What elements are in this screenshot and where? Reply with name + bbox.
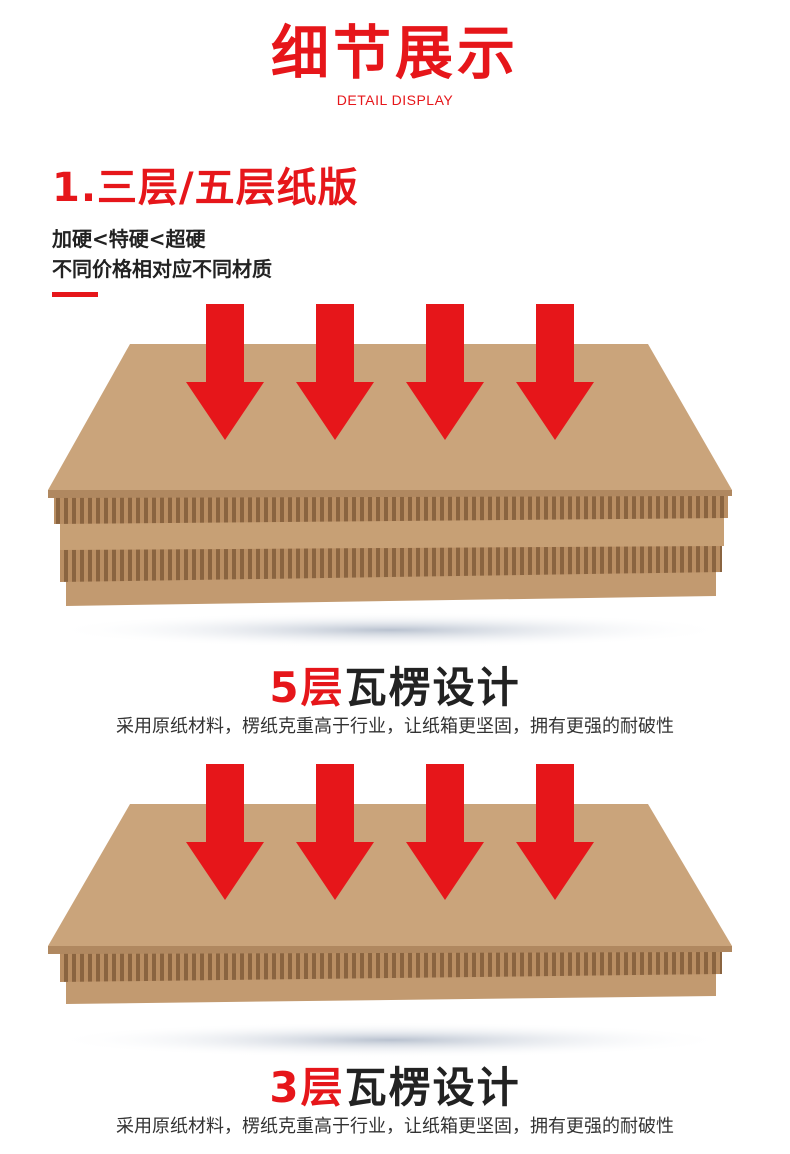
five-layer-title-text: 瓦楞设计 <box>344 663 521 712</box>
five-layer-board-illustration <box>0 300 790 660</box>
three-layer-board-illustration <box>0 760 790 1060</box>
accent-bar <box>52 292 98 297</box>
section-desc-line2: 不同价格相对应不同材质 <box>52 257 272 281</box>
page-subtitle: DETAIL DISPLAY <box>336 92 454 108</box>
three-layer-desc: 采用原纸材料，楞纸克重高于行业，让纸箱更坚固，拥有更强的耐破性 <box>116 1116 674 1137</box>
five-layer-number: 5层 <box>269 663 345 712</box>
section-desc-line1: 加硬<特硬<超硬 <box>52 227 206 251</box>
five-layer-title: 5层瓦楞设计 <box>0 660 790 716</box>
five-layer-desc: 采用原纸材料，楞纸克重高于行业，让纸箱更坚固，拥有更强的耐破性 <box>116 716 674 737</box>
three-layer-title-text: 瓦楞设计 <box>344 1063 521 1112</box>
section-heading: 1.三层/五层纸版 <box>52 165 359 211</box>
page-title: 细节展示 <box>270 19 519 87</box>
three-layer-title: 3层瓦楞设计 <box>0 1060 790 1116</box>
three-layer-number: 3层 <box>269 1063 345 1112</box>
